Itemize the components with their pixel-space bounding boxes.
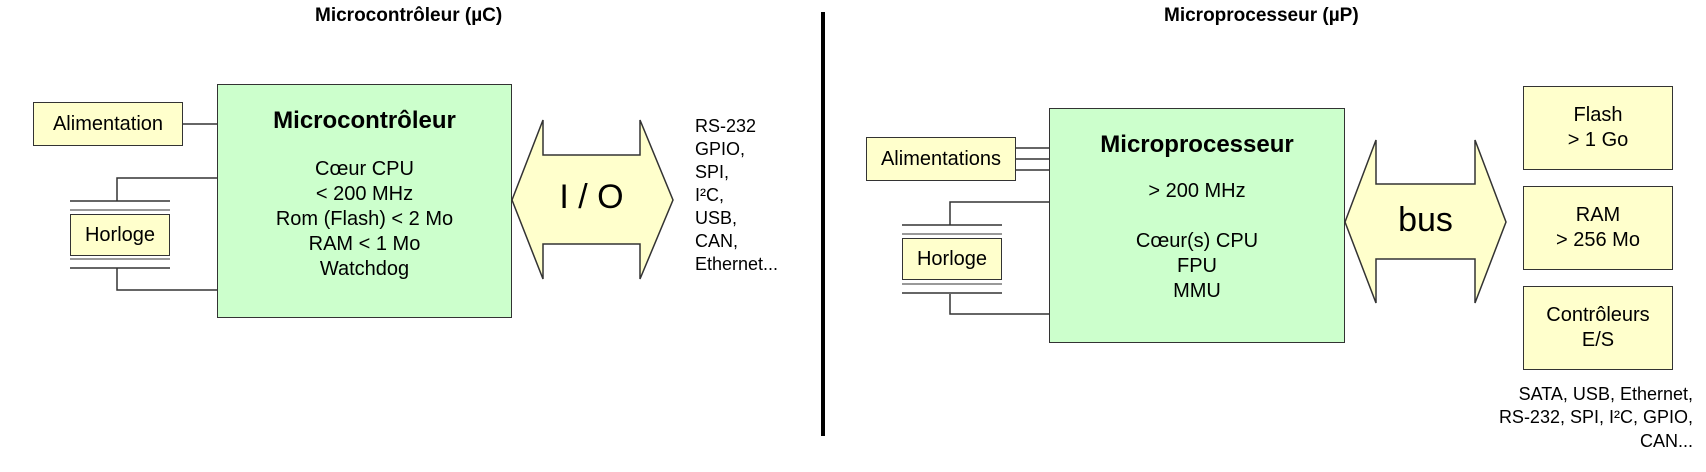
power-supplies-label: Alimentations <box>880 147 1002 170</box>
clock-box: Horloge <box>70 214 170 256</box>
spec-line <box>1050 204 1344 229</box>
clock-label: Horloge <box>84 223 156 246</box>
power-supply-box: Alimentation <box>33 102 183 146</box>
spec-line: Rom (Flash) < 2 Mo <box>275 208 454 230</box>
interface-item: CAN, <box>695 231 739 252</box>
flash-size: > 1 Go <box>1567 129 1629 151</box>
power-supply-label: Alimentation <box>52 112 164 135</box>
bus-arrow-label: bus <box>1398 201 1453 239</box>
right-interfaces-list: SATA, USB, Ethernet, RS-232, SPI, I²C, G… <box>1380 383 1693 453</box>
interface-item: I²C, <box>695 185 724 206</box>
clock-wire-bottom-right <box>949 294 1049 315</box>
ram-box: RAM > 256 Mo <box>1523 186 1673 270</box>
interface-line: CAN... <box>1639 430 1693 451</box>
spec-line: RAM < 1 Mo <box>308 233 421 255</box>
clock-wire-top <box>116 177 217 201</box>
io-arrow-label: I / O <box>559 178 624 216</box>
interface-item: SPI, <box>695 162 730 183</box>
microprocessor-block: Microprocesseur > 200 MHz Cœur(s) CPU FP… <box>1049 108 1345 343</box>
ram-label: RAM <box>1575 204 1621 226</box>
controllers-label: Contrôleurs <box>1546 304 1650 326</box>
interface-line: RS-232, SPI, I²C, GPIO, <box>1498 407 1693 428</box>
clock-label-right: Horloge <box>916 247 988 270</box>
left-section-title: Microcontrôleur (µC) <box>315 5 503 26</box>
microcontroller-specs: Cœur CPU < 200 MHz Rom (Flash) < 2 Mo RA… <box>218 157 511 282</box>
spec-line: > 200 MHz <box>1148 180 1246 202</box>
spec-line: FPU <box>1177 255 1217 277</box>
interface-line: SATA, USB, Ethernet, <box>1518 384 1693 404</box>
io-arrow <box>511 119 674 280</box>
left-interfaces-list: RS-232 GPIO, SPI, I²C, USB, CAN, Etherne… <box>695 115 778 276</box>
flash-memory-box: Flash > 1 Go <box>1523 86 1673 170</box>
clock-box-right: Horloge <box>902 238 1002 280</box>
flash-label: Flash <box>1573 104 1623 126</box>
spec-line: MMU <box>1173 280 1221 302</box>
interface-item: USB, <box>695 208 738 229</box>
ram-size: > 256 Mo <box>1556 229 1640 251</box>
clock-wire-top-right <box>949 201 1049 225</box>
microcontroller-title: Microcontrôleur <box>273 107 456 134</box>
clock-wire-bottom <box>116 268 217 291</box>
bus-arrow <box>1344 139 1507 304</box>
interface-item: RS-232 <box>695 116 757 136</box>
io-controllers-box: Contrôleurs E/S <box>1523 286 1673 370</box>
controllers-sub: E/S <box>1581 329 1615 351</box>
spec-line: Cœur CPU <box>315 158 414 180</box>
right-section-title: Microprocesseur (µP) <box>1164 5 1359 26</box>
spec-line: < 200 MHz <box>315 183 414 205</box>
interface-item: GPIO, <box>695 139 746 160</box>
spec-line: Watchdog <box>319 258 410 280</box>
spec-line: Cœur(s) CPU <box>1135 230 1259 252</box>
interface-item: Ethernet... <box>695 254 779 275</box>
microprocessor-specs: > 200 MHz Cœur(s) CPU FPU MMU <box>1050 179 1344 304</box>
microcontroller-block: Microcontrôleur Cœur CPU < 200 MHz Rom (… <box>217 84 512 318</box>
microprocessor-title: Microprocesseur <box>1100 131 1294 158</box>
power-supplies-box: Alimentations <box>866 137 1016 181</box>
